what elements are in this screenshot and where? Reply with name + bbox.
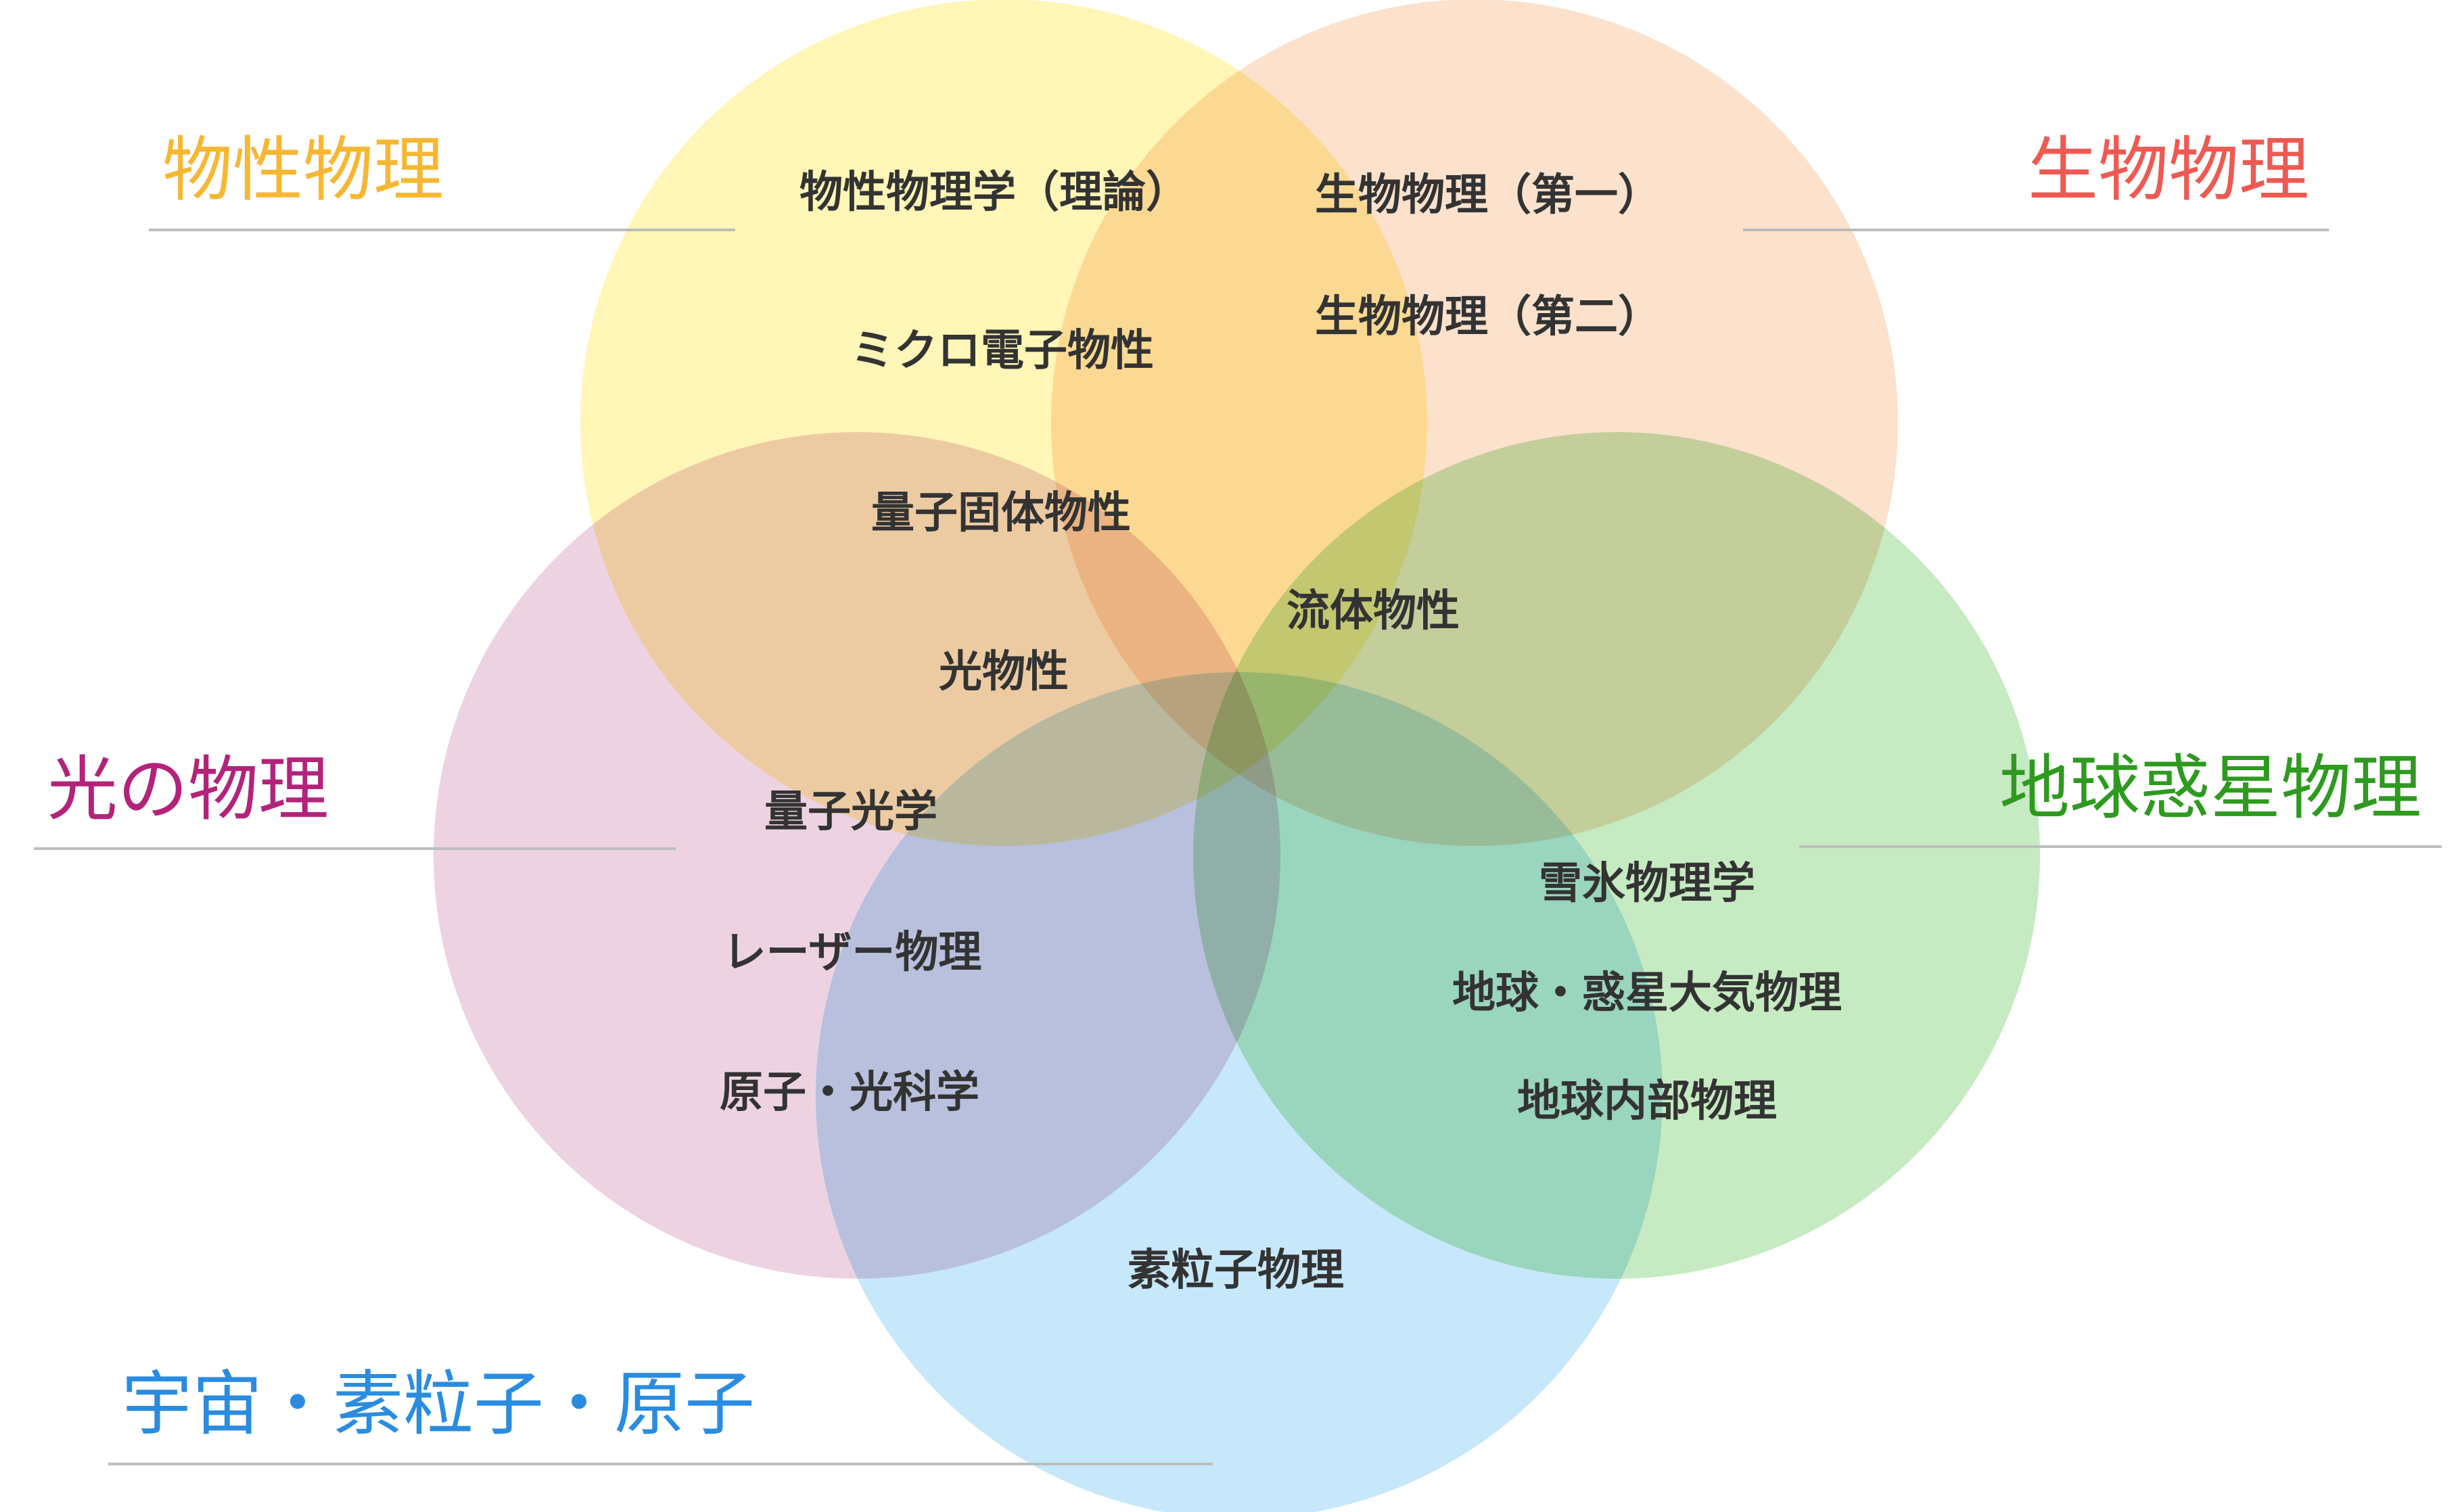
group-atomic-optical: 原子・光科学 (720, 1068, 979, 1118)
group-quantum-solid: 量子固体物性 (871, 488, 1131, 538)
group-snow-ice: 雪氷物理学 (1539, 859, 1755, 909)
group-micro-electron: ミクロ電子物性 (851, 326, 1154, 376)
title-underlines (34, 229, 2442, 1465)
group-biophysics-2: 生物物理（第二） (1315, 292, 1661, 342)
group-condensed-matter-theory: 物性物理学（理論） (799, 168, 1189, 218)
group-atmosphere: 地球・惑星大気物理 (1452, 968, 1842, 1018)
group-photo: 光物性 (939, 647, 1069, 697)
group-earth-interior: 地球内部物理 (1517, 1077, 1777, 1127)
research-groups: 物性物理学（理論） 生物物理（第一） 生物物理（第二） ミクロ電子物性 量子固体… (720, 168, 1842, 1296)
title-cosmic-particle: 宇宙・素粒子・原子 (122, 1363, 755, 1445)
group-fluid: 流体物性 (1286, 586, 1460, 636)
group-particle: 素粒子物理 (1128, 1246, 1344, 1296)
title-condensed-matter: 物性物理 (162, 128, 444, 211)
group-quantum-optics: 量子光学 (764, 787, 937, 837)
title-optics: 光の物理 (47, 748, 329, 830)
group-laser: レーザー物理 (723, 928, 982, 978)
circle-cosmic-particle (816, 672, 1663, 1512)
title-biophysics: 生物物理 (2028, 128, 2309, 211)
category-titles: 物性物理 生物物理 光の物理 地球惑星物理 宇宙・素粒子・原子 (47, 128, 2421, 1445)
group-biophysics-1: 生物物理（第一） (1315, 170, 1661, 220)
title-earth-planetary: 地球惑星物理 (1999, 747, 2421, 829)
venn-circles (434, 0, 2040, 1512)
